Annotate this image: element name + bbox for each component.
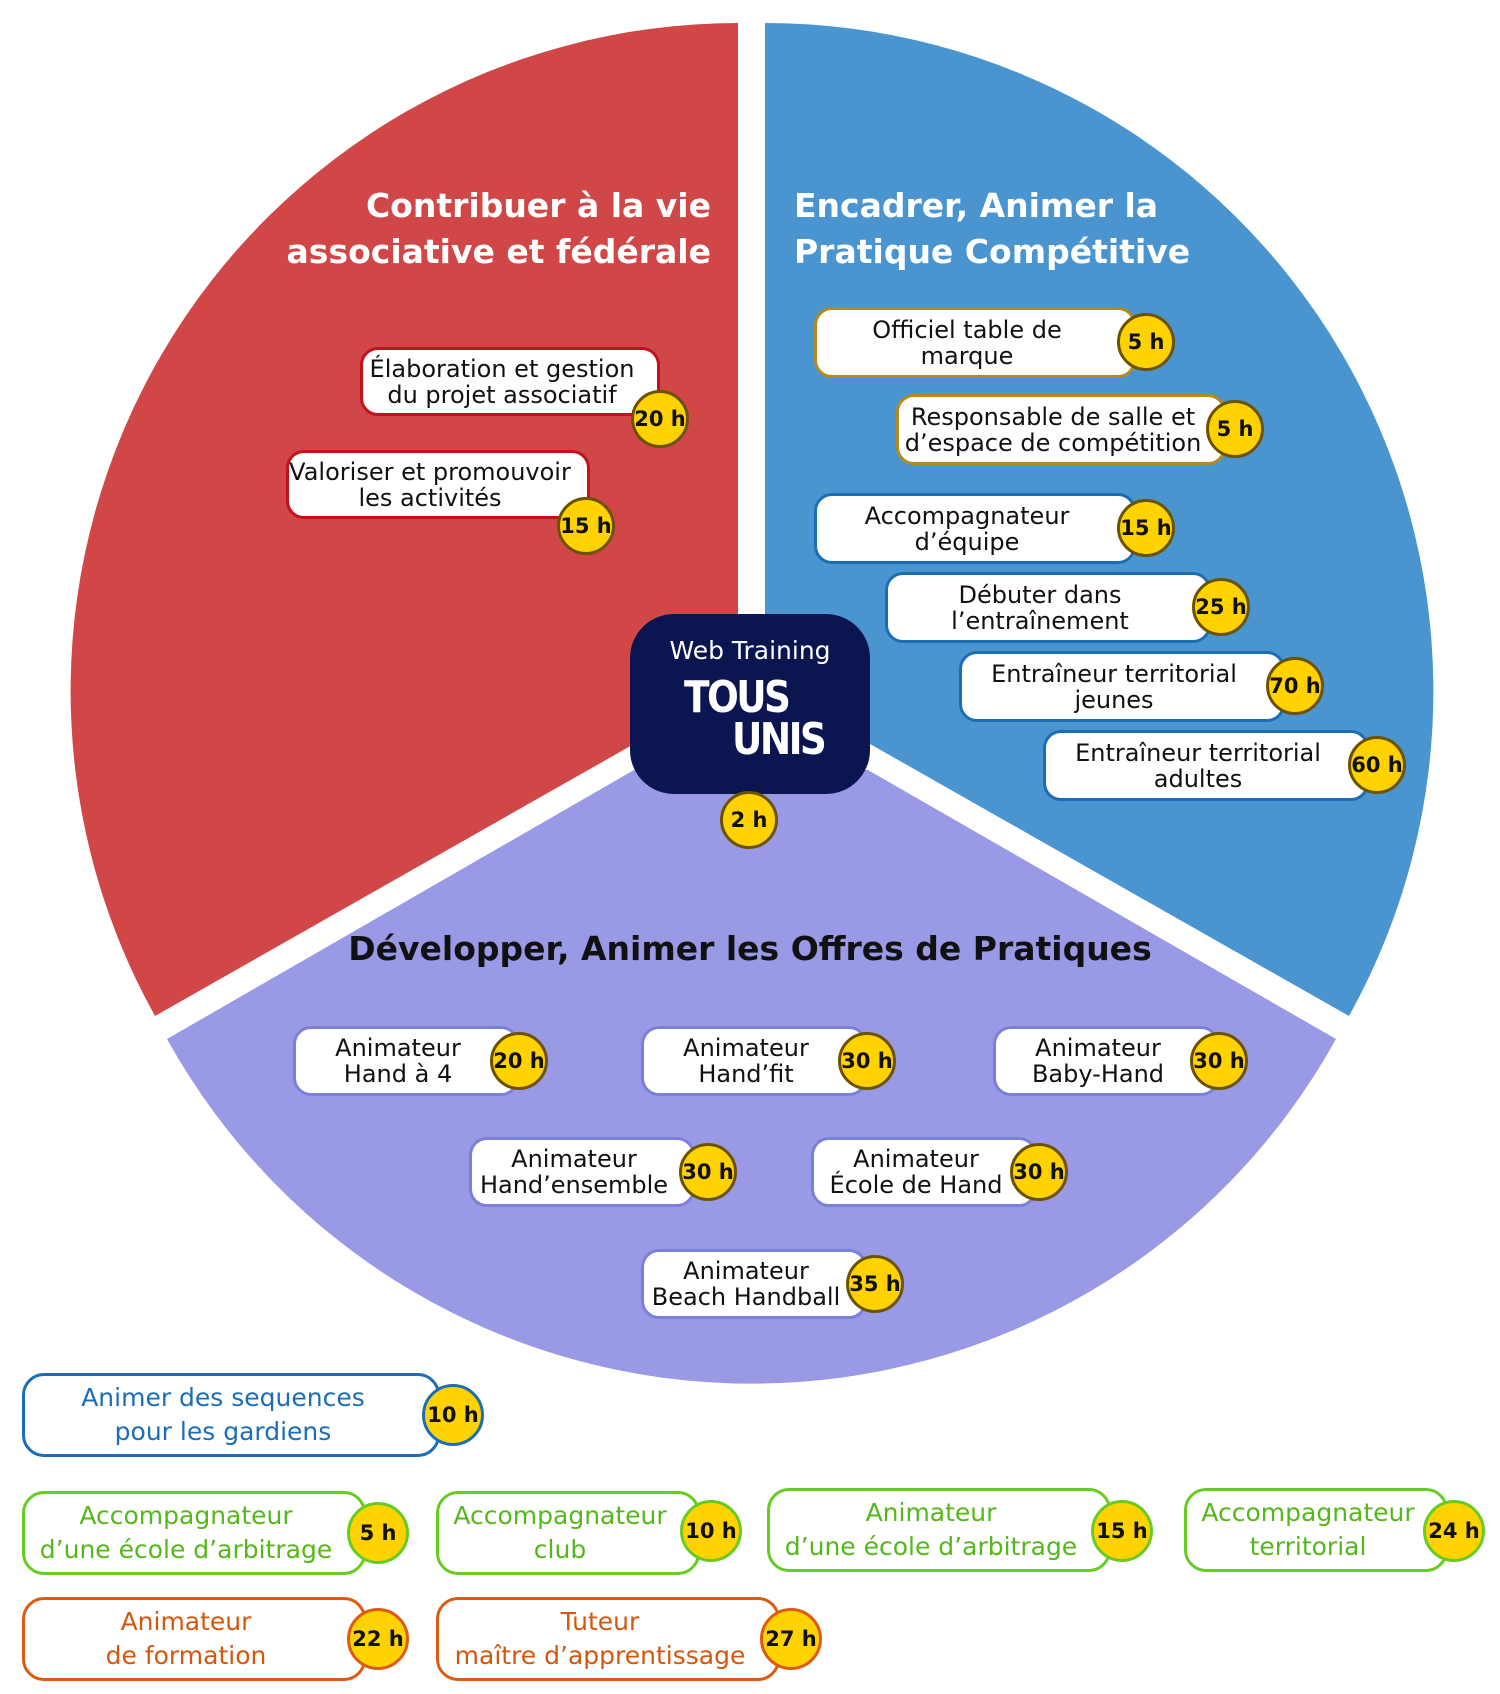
module-card: Animateur d’une école d’arbitrage bbox=[767, 1488, 1111, 1572]
module-line: adultes bbox=[1153, 764, 1243, 793]
module-card: Élaboration et gestion du projet associa… bbox=[360, 347, 660, 416]
module-line: maître d’apprentissage bbox=[454, 1641, 746, 1670]
hours-badge: 30 h bbox=[838, 1032, 896, 1090]
module-card: Animateur Beach Handball bbox=[641, 1249, 867, 1319]
module-line: Animer des sequences bbox=[81, 1383, 365, 1412]
module-card: Animateur Hand’ensemble bbox=[469, 1137, 695, 1207]
hours-badge: 10 h bbox=[680, 1500, 742, 1562]
module-line: Débuter dans bbox=[958, 580, 1122, 609]
center-label: Web Training bbox=[669, 636, 831, 665]
module-line: d’espace de compétition bbox=[904, 428, 1202, 457]
hours-badge: 30 h bbox=[1010, 1143, 1068, 1201]
sector-title-red-line-2: associative et fédérale bbox=[286, 232, 711, 271]
module-line: Accompagnateur bbox=[453, 1501, 667, 1530]
hours-badge: 22 h bbox=[347, 1608, 409, 1670]
center-web-training-box: Web Training TOUS UNIS bbox=[630, 614, 870, 794]
hours-badge: 35 h bbox=[846, 1255, 904, 1313]
module-line: Accompagnateur bbox=[79, 1501, 293, 1530]
module-card: Accompagnateur d’une école d’arbitrage bbox=[22, 1491, 366, 1575]
module-card: Accompagnateur club bbox=[436, 1491, 700, 1575]
module-card: Animateur de formation bbox=[22, 1597, 366, 1681]
module-line: Baby-Hand bbox=[1031, 1060, 1165, 1088]
module-line: École de Hand bbox=[829, 1171, 1003, 1199]
module-card: Entraîneur territorial jeunes bbox=[959, 651, 1285, 722]
logo-text-bottom: UNIS bbox=[732, 714, 827, 765]
hours-badge: 15 h bbox=[1117, 499, 1175, 557]
module-line: marque bbox=[920, 341, 1014, 370]
module-line: Animateur bbox=[853, 1145, 979, 1173]
hours-badge: 15 h bbox=[1091, 1500, 1153, 1562]
module-line: pour les gardiens bbox=[114, 1417, 332, 1446]
module-line: d’une école d’arbitrage bbox=[784, 1532, 1078, 1561]
module-line: d’équipe bbox=[914, 527, 1020, 556]
sector-title-red-line-1: Contribuer à la vie bbox=[365, 186, 711, 225]
module-card: Entraîneur territorial adultes bbox=[1043, 730, 1369, 801]
hours-badge: 20 h bbox=[490, 1032, 548, 1090]
module-line: Animateur bbox=[683, 1034, 809, 1062]
sector-red bbox=[70, 23, 738, 1016]
module-line: Beach Handball bbox=[651, 1283, 841, 1311]
module-card: Accompagnateur d’équipe bbox=[814, 493, 1136, 564]
sector-title-purple: Développer, Animer les Offres de Pratiqu… bbox=[348, 929, 1152, 968]
module-line: jeunes bbox=[1074, 685, 1154, 714]
hours-badge: 27 h bbox=[760, 1608, 822, 1670]
module-line: Hand’ensemble bbox=[479, 1171, 669, 1199]
module-line: Élaboration et gestion bbox=[369, 354, 635, 383]
module-card: Animateur École de Hand bbox=[811, 1137, 1037, 1207]
module-card: Responsable de salle et d’espace de comp… bbox=[896, 394, 1226, 465]
sector-title-red: Contribuer à la vie associative et fédér… bbox=[287, 183, 711, 275]
module-card: Animateur Hand’fit bbox=[641, 1026, 867, 1096]
module-line: d’une école d’arbitrage bbox=[39, 1535, 333, 1564]
module-card: Officiel table de marque bbox=[814, 307, 1136, 378]
hours-badge: 60 h bbox=[1348, 736, 1406, 794]
module-line: Entraîneur territorial bbox=[1075, 738, 1321, 767]
module-card: Débuter dans l’entraînement bbox=[885, 572, 1211, 643]
hours-badge: 25 h bbox=[1192, 578, 1250, 636]
module-card: Animer des sequences pour les gardiens bbox=[22, 1373, 440, 1457]
module-line: Officiel table de bbox=[872, 315, 1062, 344]
module-line: Animateur bbox=[683, 1257, 809, 1285]
module-card: Accompagnateur territorial bbox=[1184, 1488, 1448, 1572]
module-line: Hand’fit bbox=[698, 1060, 794, 1088]
module-line: du projet associatif bbox=[387, 380, 617, 409]
hours-badge: 5 h bbox=[347, 1502, 409, 1564]
module-line: territorial bbox=[1249, 1532, 1367, 1561]
hours-badge: 10 h bbox=[422, 1384, 484, 1446]
hours-badge: 30 h bbox=[679, 1143, 737, 1201]
hours-badge: 70 h bbox=[1266, 657, 1324, 715]
center-hours-badge: 2 h bbox=[720, 791, 778, 849]
module-line: Animateur bbox=[120, 1607, 252, 1636]
module-card: Animateur Hand à 4 bbox=[293, 1026, 519, 1096]
module-line: Animateur bbox=[1035, 1034, 1161, 1062]
module-line: Animateur bbox=[865, 1498, 997, 1527]
module-card: Animateur Baby-Hand bbox=[993, 1026, 1219, 1096]
module-line: Tuteur bbox=[560, 1607, 640, 1636]
module-line: les activités bbox=[358, 483, 502, 512]
module-line: de formation bbox=[105, 1641, 267, 1670]
module-line: l’entraînement bbox=[951, 606, 1129, 635]
module-line: Animateur bbox=[511, 1145, 637, 1173]
sector-title-blue-line-1: Encadrer, Animer la bbox=[794, 186, 1159, 225]
hours-badge: 24 h bbox=[1423, 1500, 1485, 1562]
module-line: Hand à 4 bbox=[343, 1060, 453, 1088]
hours-badge: 5 h bbox=[1206, 400, 1264, 458]
hours-badge: 15 h bbox=[557, 497, 615, 555]
sector-title-blue-line-2: Pratique Compétitive bbox=[794, 232, 1191, 271]
hours-badge: 20 h bbox=[631, 390, 689, 448]
logo-text-top: TOUS bbox=[684, 672, 791, 723]
module-line: Animateur bbox=[335, 1034, 461, 1062]
module-card: Tuteur maître d’apprentissage bbox=[436, 1597, 780, 1681]
sector-title-blue: Encadrer, Animer la Pratique Compétitive bbox=[794, 183, 1190, 275]
module-card: Valoriser et promouvoir les activités bbox=[286, 450, 590, 519]
hours-badge: 30 h bbox=[1190, 1032, 1248, 1090]
module-line: Entraîneur territorial bbox=[991, 659, 1237, 688]
module-line: Valoriser et promouvoir bbox=[289, 457, 571, 486]
module-line: club bbox=[533, 1535, 587, 1564]
module-line: Responsable de salle et bbox=[910, 402, 1196, 431]
module-line: Accompagnateur bbox=[864, 501, 1070, 530]
hours-badge: 5 h bbox=[1117, 313, 1175, 371]
module-line: Accompagnateur bbox=[1201, 1498, 1415, 1527]
